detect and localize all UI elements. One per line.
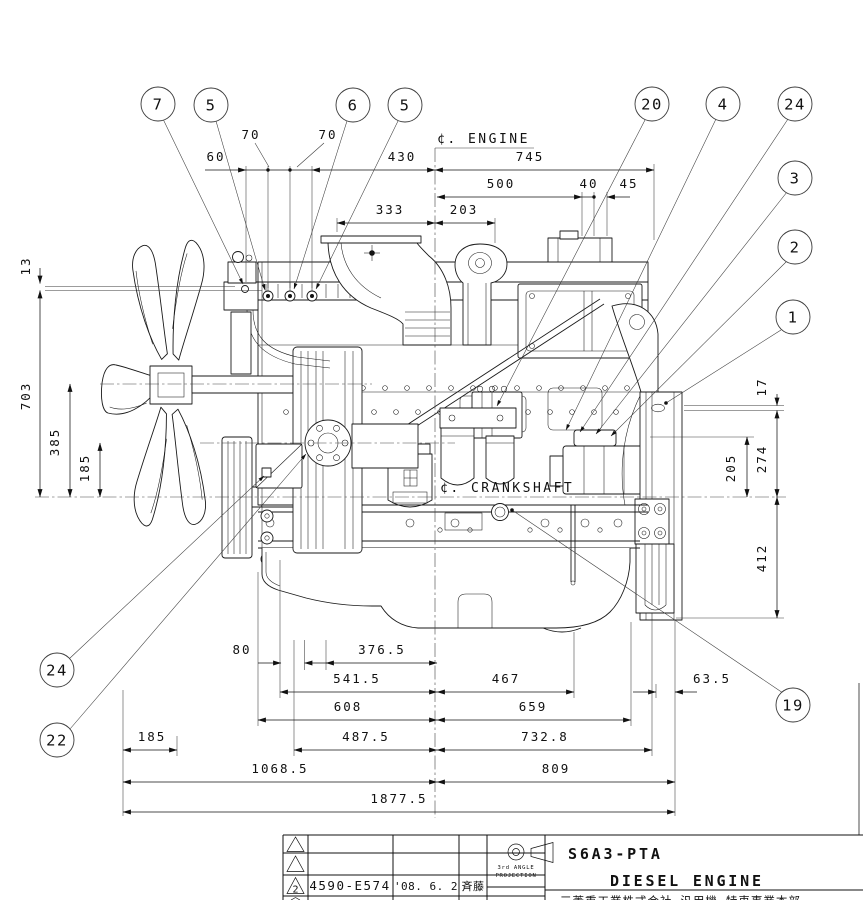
approver-name: 斉藤 bbox=[462, 879, 485, 893]
title-block: 2 4590-E574 '08. 6. 2 斉藤 3rd ANGLE PROJE… bbox=[282, 834, 863, 900]
dim-45: 45 bbox=[619, 176, 638, 191]
dim-205: 205 bbox=[723, 454, 738, 483]
dim-541-5: 541.5 bbox=[333, 671, 381, 686]
engine-model: S6A3-PTA bbox=[568, 845, 663, 863]
company-name: 三菱重工業株式会社 汎用機 特車事業本部 bbox=[560, 894, 801, 900]
oil-filters bbox=[439, 407, 517, 486]
svg-text:4: 4 bbox=[718, 96, 729, 114]
svg-text:5: 5 bbox=[400, 97, 411, 115]
callout-24-bottom: 24 bbox=[39, 652, 75, 688]
projection-label-1: 3rd ANGLE bbox=[497, 865, 534, 871]
callout-5a: 5 bbox=[193, 87, 229, 123]
dim-70a: 70 bbox=[241, 127, 260, 142]
dim-703: 703 bbox=[18, 382, 33, 411]
extension-lines bbox=[45, 164, 784, 816]
callout-4: 4 bbox=[705, 86, 741, 122]
dim-185-bottom: 185 bbox=[138, 729, 167, 744]
engine-line-art bbox=[100, 230, 683, 633]
svg-text:1: 1 bbox=[788, 309, 799, 327]
dim-185-left: 185 bbox=[77, 454, 92, 483]
callout-3: 3 bbox=[777, 160, 813, 196]
svg-text:2: 2 bbox=[790, 239, 801, 257]
svg-text:22: 22 bbox=[46, 732, 68, 750]
callout-5b: 5 bbox=[387, 87, 423, 123]
dim-63-5: 63.5 bbox=[693, 671, 731, 686]
drawing-number: 4590-E574 bbox=[309, 878, 390, 893]
dim-60: 60 bbox=[206, 149, 225, 164]
svg-text:24: 24 bbox=[784, 96, 806, 114]
flywheel-housing bbox=[611, 303, 683, 621]
callout-6: 6 bbox=[335, 87, 371, 123]
callout-19: 19 bbox=[775, 687, 811, 723]
dimension-lines bbox=[37, 142, 780, 815]
engine-centerline-label: ¢. ENGINE bbox=[437, 132, 530, 147]
dim-1877-5: 1877.5 bbox=[370, 791, 427, 806]
dim-274: 274 bbox=[754, 445, 769, 474]
fan-hub bbox=[149, 365, 294, 405]
dimension-labels: 60 70 70 430 745 500 40 45 333 203 13 70… bbox=[18, 127, 769, 806]
revision-date: '08. 6. 2 bbox=[394, 880, 458, 893]
projection-label-2: PROJECTION bbox=[495, 873, 536, 879]
air-outlet-connector bbox=[547, 230, 613, 263]
dim-80: 80 bbox=[232, 642, 251, 657]
callout-20: 20 bbox=[634, 86, 670, 122]
svg-text:5: 5 bbox=[206, 97, 217, 115]
dim-467: 467 bbox=[492, 671, 521, 686]
balloon-callouts: 7 5 6 5 20 4 24 3 2 1 24 22 19 bbox=[39, 86, 813, 758]
svg-text:24: 24 bbox=[46, 662, 68, 680]
dim-608: 608 bbox=[334, 699, 363, 714]
dim-17: 17 bbox=[754, 377, 769, 396]
crankshaft-centerline-label: ¢. CRANKSHAFT bbox=[440, 481, 574, 496]
svg-text:3: 3 bbox=[790, 170, 801, 188]
dim-745: 745 bbox=[516, 149, 545, 164]
alternator-bracket bbox=[255, 443, 303, 489]
turbocharger bbox=[405, 311, 450, 337]
revision-number: 2 bbox=[292, 885, 298, 896]
dim-203: 203 bbox=[450, 202, 479, 217]
callout-1: 1 bbox=[775, 299, 811, 335]
dim-659: 659 bbox=[519, 699, 548, 714]
dim-70b: 70 bbox=[318, 127, 337, 142]
product-name: DIESEL ENGINE bbox=[610, 872, 764, 890]
svg-text:7: 7 bbox=[153, 96, 164, 114]
svg-text:19: 19 bbox=[782, 697, 804, 715]
callout-22: 22 bbox=[39, 722, 75, 758]
revision-triangles bbox=[286, 836, 305, 900]
svg-text:20: 20 bbox=[641, 96, 663, 114]
water-pump bbox=[304, 419, 419, 469]
svg-text:6: 6 bbox=[348, 97, 359, 115]
dim-1068-5: 1068.5 bbox=[251, 761, 308, 776]
exhaust-funnel bbox=[320, 235, 452, 346]
dim-40: 40 bbox=[579, 176, 598, 191]
oil-pan bbox=[261, 505, 631, 633]
dim-333: 333 bbox=[376, 202, 405, 217]
callout-2: 2 bbox=[777, 229, 813, 265]
centerlines: ¢. ENGINE ¢. CRANKSHAFT bbox=[35, 132, 786, 818]
dim-430: 430 bbox=[388, 149, 417, 164]
dim-732-8: 732.8 bbox=[521, 729, 569, 744]
dim-385: 385 bbox=[47, 428, 62, 457]
callout-leaders bbox=[68, 118, 789, 730]
third-angle-projection-symbol bbox=[507, 842, 554, 863]
dim-500: 500 bbox=[487, 176, 516, 191]
callout-7: 7 bbox=[140, 86, 176, 122]
dim-487-5: 487.5 bbox=[342, 729, 390, 744]
dim-412: 412 bbox=[754, 544, 769, 573]
rear-mounting-foot bbox=[635, 543, 675, 614]
callout-24-top: 24 bbox=[777, 86, 813, 122]
dim-809: 809 bbox=[542, 761, 571, 776]
dim-13: 13 bbox=[18, 256, 33, 275]
dim-376-5: 376.5 bbox=[358, 642, 406, 657]
air-intake-horn bbox=[454, 243, 508, 346]
